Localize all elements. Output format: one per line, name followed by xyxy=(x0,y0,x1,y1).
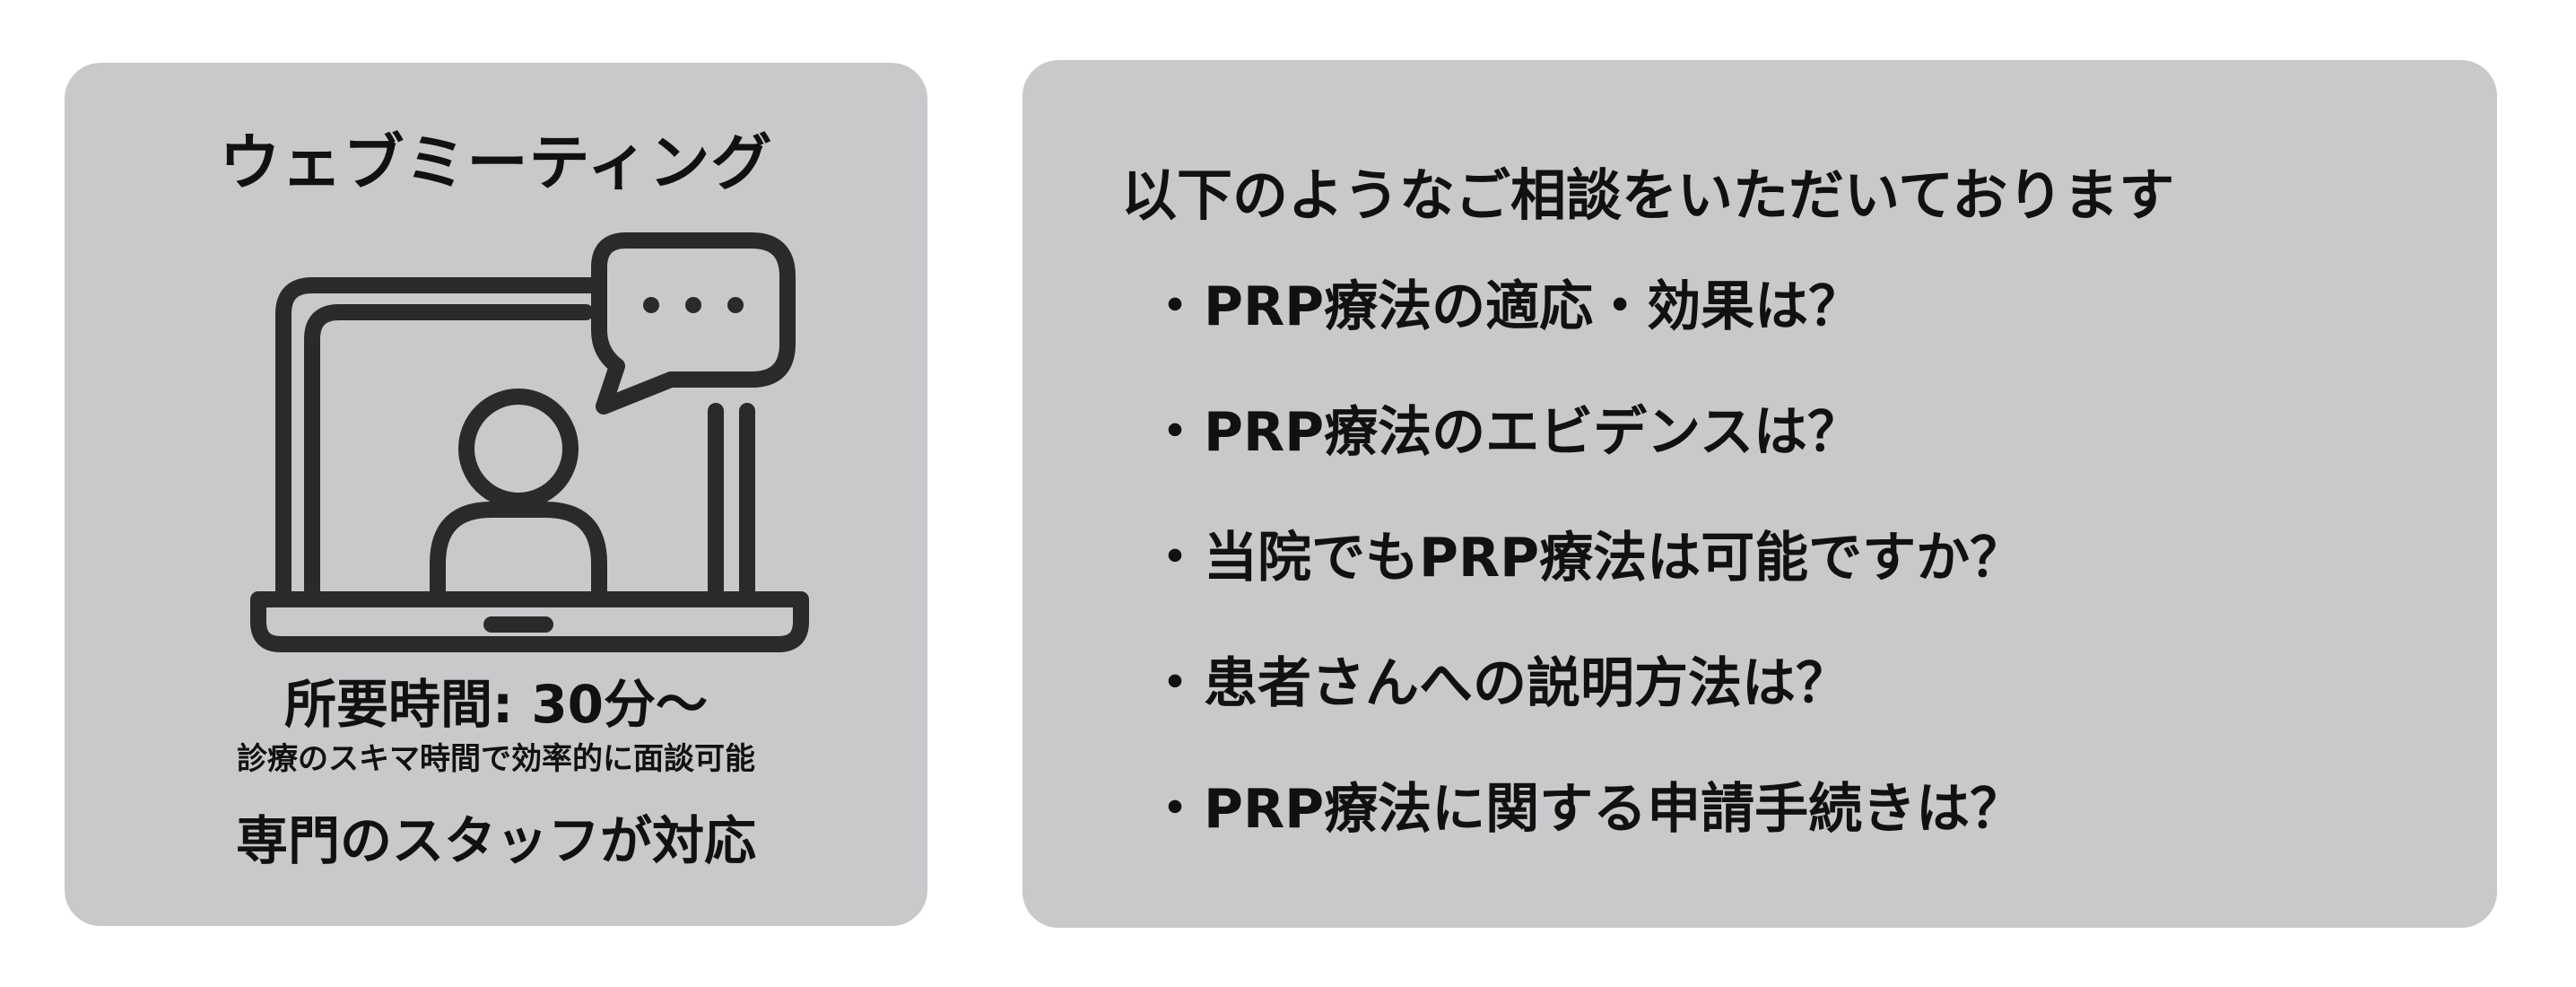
laptop-video-call-icon xyxy=(250,232,809,652)
staff-text: 専門のスタッフが対応 xyxy=(235,810,756,871)
list-item: PRP療法の適応・効果は？ xyxy=(1148,275,2023,401)
list-item: 当院でもPRP療法は可能ですか？ xyxy=(1148,527,2023,652)
web-meeting-card: ウェブミーティング 所要時間: 30分～ 診療のスキマ時 xyxy=(65,63,927,926)
duration-note: 診療のスキマ時間で効率的に面談可能 xyxy=(237,741,755,777)
list-item: PRP療法のエビデンスは？ xyxy=(1148,401,2023,527)
list-item: PRP療法に関する申請手続きは？ xyxy=(1148,778,2023,904)
consultation-card: 以下のようなご相談をいただいております PRP療法の適応・効果は？ PRP療法の… xyxy=(1023,60,2497,928)
duration-text: 所要時間: 30分～ xyxy=(283,674,709,735)
list-item: 患者さんへの説明方法は？ xyxy=(1148,652,2023,778)
consultation-heading: 以下のようなご相談をいただいております xyxy=(1121,162,2175,228)
web-meeting-title: ウェブミーティング xyxy=(219,128,773,199)
consultation-list: PRP療法の適応・効果は？ PRP療法のエビデンスは？ 当院でもPRP療法は可能… xyxy=(1148,275,2023,904)
